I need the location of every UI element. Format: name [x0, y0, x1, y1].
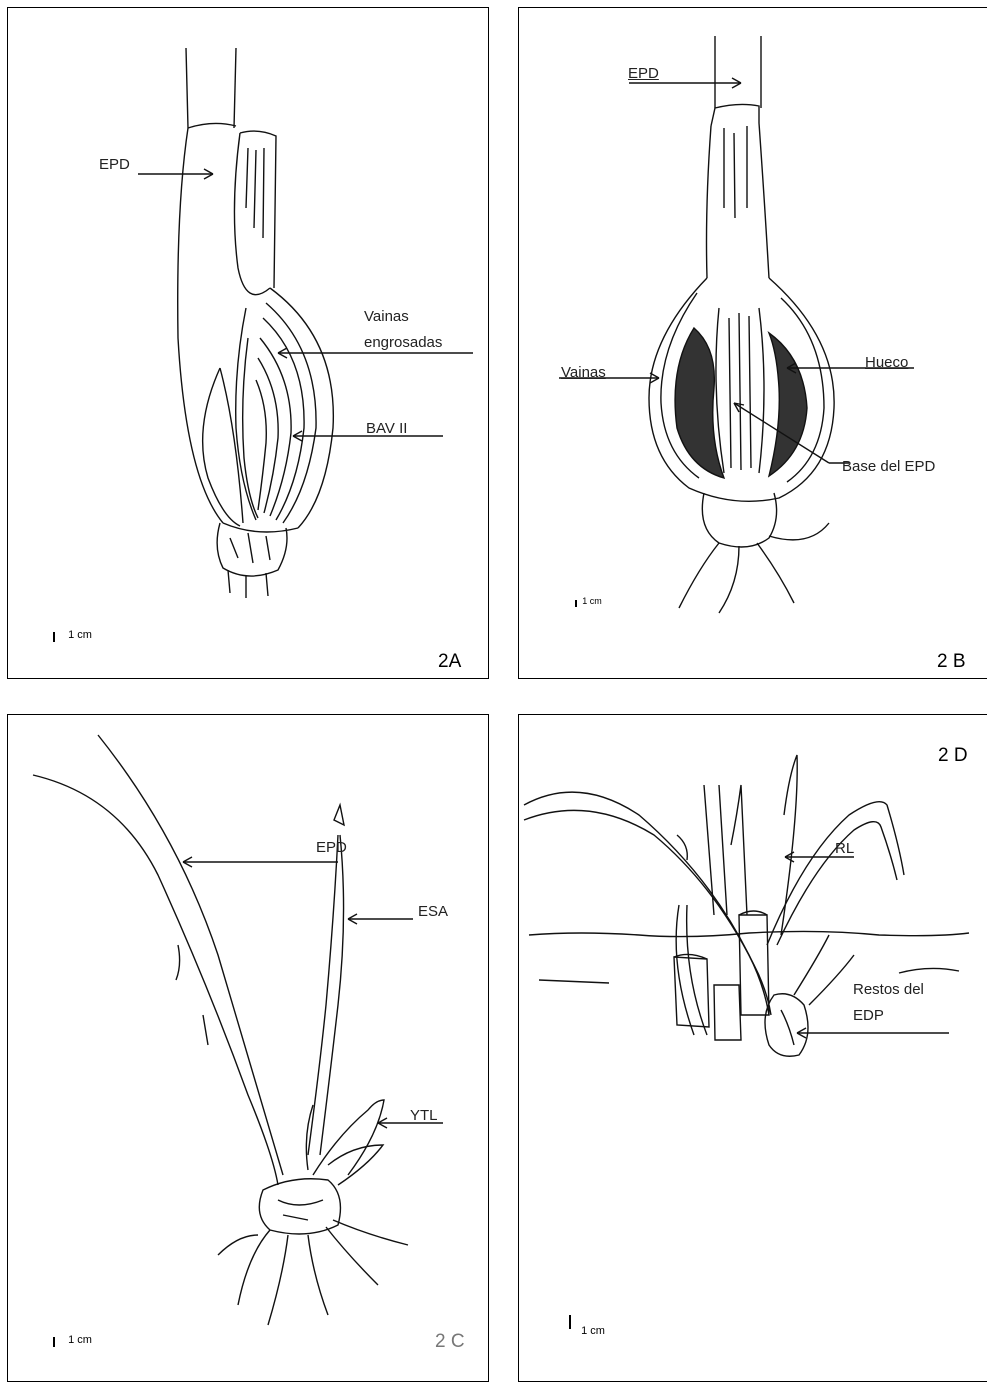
scale-label: 1 cm	[575, 596, 609, 606]
scale-label: 1 cm	[53, 1334, 107, 1346]
onion-regrowth-illustration-2d	[519, 715, 987, 1383]
label-edp: EDP	[853, 1007, 884, 1024]
panel-id: 2 D	[938, 745, 968, 767]
panel-id: 2 C	[435, 1331, 465, 1353]
label-engrosadas: engrosadas	[364, 334, 442, 351]
onion-plant-illustration-2c	[8, 715, 490, 1383]
panel-2c: EPD ESA YTL 1 cm 2 C	[7, 714, 489, 1382]
label-vainas: Vainas	[364, 308, 409, 325]
label-vainas: Vainas	[561, 364, 606, 381]
label-restos-del: Restos del	[853, 981, 924, 998]
label-bav-ii: BAV II	[366, 420, 407, 437]
panel-id: 2A	[438, 651, 461, 673]
panel-2d: RL Restos del EDP 2 D 1 cm	[518, 714, 987, 1382]
label-epd: EPD	[99, 156, 130, 173]
scale-label: 1 cm	[569, 1325, 617, 1337]
label-epd: EPD	[316, 839, 347, 856]
panel-2b: EPD Vainas Hueco Base del EPD 1 cm 2 B	[518, 7, 987, 679]
onion-bulb-section-illustration-2b	[519, 8, 987, 680]
label-epd: EPD	[628, 65, 659, 82]
label-ytl: YTL	[410, 1107, 438, 1124]
label-esa: ESA	[418, 903, 448, 920]
label-base-del-epd: Base del EPD	[842, 458, 935, 475]
scale-label: 1 cm	[53, 629, 107, 641]
panel-id: 2 B	[937, 651, 966, 673]
panel-2a: EPD Vainas engrosadas BAV II 1 cm 2A	[7, 7, 489, 679]
label-rl: RL	[835, 840, 854, 857]
label-hueco: Hueco	[865, 354, 908, 371]
